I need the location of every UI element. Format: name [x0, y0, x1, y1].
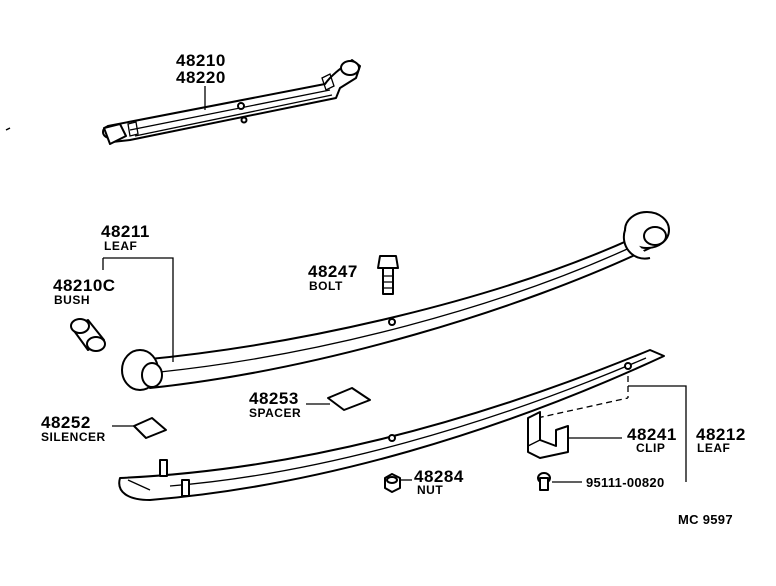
part-number-48210: 48210	[176, 51, 226, 70]
part-number-48284: 48284	[414, 467, 464, 486]
part-number-48211: 48211	[101, 222, 150, 241]
part-name-leaf: LEAF	[104, 239, 137, 253]
silencer	[133, 417, 167, 439]
part-name-leaf-lower: LEAF	[697, 441, 730, 455]
part-number-48247: 48247	[308, 262, 358, 281]
main-leaf	[121, 211, 670, 391]
nut	[384, 473, 401, 493]
part-name-bolt: BOLT	[309, 279, 343, 293]
part-number-95111-00820: 95111-00820	[586, 475, 665, 490]
screw	[537, 472, 551, 491]
stray-mark	[5, 127, 11, 131]
bolt	[377, 255, 399, 295]
part-number-48212: 48212	[696, 425, 746, 444]
part-number-48220: 48220	[176, 68, 226, 87]
spacer	[327, 387, 371, 411]
leaf-spring-assembly	[102, 59, 361, 145]
clip	[527, 376, 629, 459]
part-name-silencer: SILENCER	[41, 430, 106, 444]
part-name-nut: NUT	[417, 483, 443, 497]
leader-leaf-main	[103, 257, 174, 362]
part-number-48210c: 48210C	[53, 276, 116, 295]
part-name-clip: CLIP	[636, 441, 665, 455]
part-name-spacer: SPACER	[249, 406, 301, 420]
lower-leaf	[118, 349, 665, 501]
part-number-48252: 48252	[41, 413, 91, 432]
bush	[70, 318, 106, 352]
part-name-bush: BUSH	[54, 293, 90, 307]
part-number-48253: 48253	[249, 389, 299, 408]
leader-leaf-lower	[628, 385, 687, 482]
diagram-code: MC 9597	[678, 512, 733, 527]
part-number-48241: 48241	[627, 425, 677, 444]
